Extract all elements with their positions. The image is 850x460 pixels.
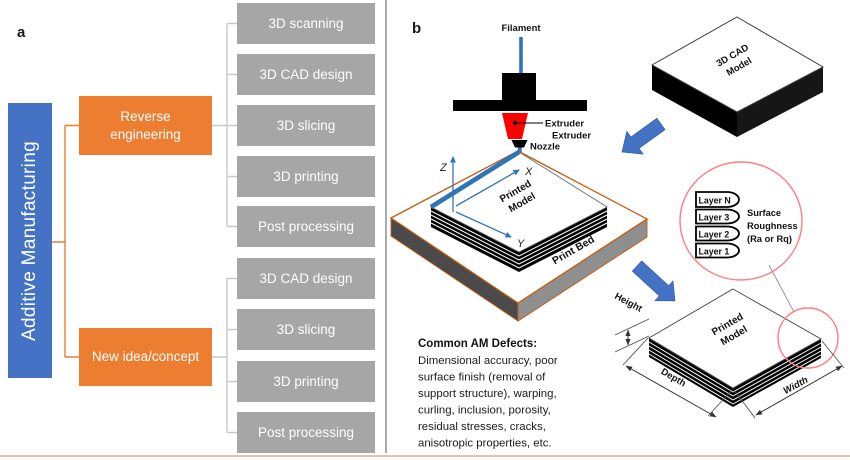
branch-node-reverse-engineering: Reverse engineering xyxy=(79,96,212,155)
model-layers-left xyxy=(431,207,519,272)
defects-line: Dimensional accuracy, poor xyxy=(418,355,558,367)
step-node: 3D printing xyxy=(237,361,375,402)
layer-2-label: Layer 2 xyxy=(699,230,730,240)
step-label: 3D printing xyxy=(273,374,339,389)
height-dimension-label: Height xyxy=(613,291,645,315)
cad-model-top-face xyxy=(650,16,825,113)
step-label: 3D scanning xyxy=(268,16,344,31)
layer-3-label: Layer 3 xyxy=(699,213,730,223)
roughness-line-1: Surface xyxy=(747,208,781,218)
branch1-steps-connector xyxy=(212,22,237,228)
step-node: 3D CAD design xyxy=(237,54,375,95)
branch-node-new-idea-concept: New idea/concept xyxy=(79,328,212,386)
root-node-additive-manufacturing: Additive Manufacturing xyxy=(8,103,52,378)
x-axis-label: X xyxy=(524,166,533,178)
branch-node-label: New idea/concept xyxy=(91,349,200,365)
model-layer-lines xyxy=(430,210,608,269)
step-label: 3D CAD design xyxy=(259,67,353,82)
layer-1-label: Layer 1 xyxy=(699,247,730,257)
y-axis-arrow xyxy=(455,211,512,238)
step-node: 3D printing xyxy=(237,156,375,197)
x-axis-arrow xyxy=(455,169,520,207)
extruder-motor-block xyxy=(502,73,536,100)
defects-line: residual stresses, cracks, xyxy=(418,421,546,433)
layer-capsules xyxy=(695,191,740,259)
root-branch-connector xyxy=(52,124,79,358)
defects-line: support structure), warping, xyxy=(418,388,557,400)
step-label: 3D slicing xyxy=(276,322,336,337)
branch2-steps-connector xyxy=(212,277,237,434)
branch-node-label: Reverse engineering xyxy=(110,108,181,142)
z-axis-label: Z xyxy=(439,162,448,174)
panel-b-label: b xyxy=(412,20,422,37)
width-extension-lines xyxy=(733,340,845,419)
layer-detail-circle xyxy=(679,161,803,281)
current-layer-blue-edge xyxy=(429,150,521,209)
step-node: 3D slicing xyxy=(237,309,375,350)
depth-dimension-arrow xyxy=(625,365,717,418)
step-label: 3D slicing xyxy=(276,118,336,133)
arrow-cad-to-printer xyxy=(621,117,666,155)
extruder-callout-dot xyxy=(512,120,518,126)
extruder-mount-bar xyxy=(453,100,587,111)
printing-diagram: Filament Extruder Extruder Nozzle Print … xyxy=(389,16,845,450)
width-dimension-label: Width xyxy=(782,375,811,397)
step-node: Post processing xyxy=(237,206,375,247)
flowchart-connectors xyxy=(52,22,237,434)
dim-model-top-face xyxy=(648,288,823,389)
nozzle-label: Nozzle xyxy=(530,142,560,153)
step-node: 3D slicing xyxy=(237,105,375,146)
height-extension-lines xyxy=(614,318,650,353)
roughness-line-2: Roughness xyxy=(747,221,798,231)
defects-title: Common AM Defects: xyxy=(418,338,537,350)
extruder-label-2: Extruder xyxy=(552,131,591,142)
width-dimension-arrow xyxy=(755,365,843,416)
step-label: 3D printing xyxy=(273,169,339,184)
nozzle-shape xyxy=(511,140,528,148)
defects-line: surface finish (removal of xyxy=(418,372,546,384)
step-label: Post processing xyxy=(257,425,355,440)
panel-a-label: a xyxy=(17,24,26,41)
step-node: Post processing xyxy=(237,412,375,453)
y-axis-label: Y xyxy=(517,238,525,250)
step-label: Post processing xyxy=(257,219,355,234)
arrow-bed-to-model xyxy=(631,260,676,302)
filament-label: Filament xyxy=(501,23,541,34)
defects-line: anisotropic properties, etc. xyxy=(418,438,552,450)
roughness-line-3: (Ra or Rq) xyxy=(747,234,792,244)
layer-n-label: Layer N xyxy=(699,196,731,206)
root-node-label: Additive Manufacturing xyxy=(19,140,40,341)
step-node: 3D scanning xyxy=(237,3,375,44)
cad-model-side-left xyxy=(652,65,737,137)
figure-bottom-border xyxy=(0,455,850,457)
cad-model-side-right xyxy=(737,67,823,137)
step-node: 3D CAD design xyxy=(237,258,375,299)
extruder-hotend xyxy=(502,113,528,139)
defects-line: curling, inclusion, porosity, xyxy=(418,405,551,417)
detail-connector-line xyxy=(768,264,795,313)
panel-divider xyxy=(385,0,387,453)
extruder-label: Extruder xyxy=(545,119,584,130)
step-label: 3D CAD design xyxy=(259,271,353,286)
model-layers-right xyxy=(519,207,607,272)
